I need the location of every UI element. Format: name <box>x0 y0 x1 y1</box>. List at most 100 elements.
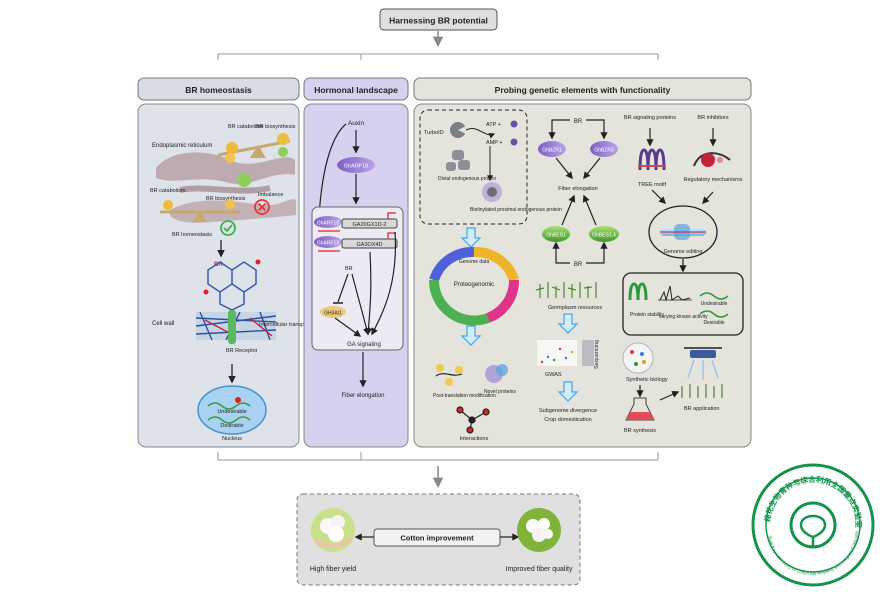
bes14-fiber-arrow <box>582 194 597 226</box>
drone-icon <box>684 347 722 380</box>
br-bes1-arrow <box>552 241 570 264</box>
biotin-label: Biotinylated proximal endogenous protein <box>470 207 562 213</box>
ga3-promoter <box>318 232 396 252</box>
ptm-label: Post-translation modification <box>433 393 496 399</box>
ga3-label: GA3OX4D <box>357 242 383 248</box>
homeostasis-check-icon <box>220 220 236 236</box>
br-ga-arrow <box>351 273 370 336</box>
gwas-label: GWAS <box>545 372 562 378</box>
proteogenomics-label: Proteogenomic <box>454 282 494 288</box>
nucleus-br-dot <box>235 397 241 403</box>
genetic-header-text: Probing genetic elements with functional… <box>495 85 671 95</box>
outcome-dna-top <box>699 292 729 300</box>
atp-label: ATP + <box>486 122 501 128</box>
hormonal-header-text: Hormonal landscape <box>314 85 398 95</box>
balance-scale-bottom <box>160 173 251 222</box>
gharf18-b-node <box>314 236 342 248</box>
germplasm-plants-icon <box>535 282 597 298</box>
imbalance-x-icon <box>254 199 270 215</box>
genetic-header <box>413 77 752 101</box>
title-text: Harnessing BR potential <box>389 16 488 26</box>
genome-editing-circle <box>648 205 718 259</box>
bzr1-fiber-arrow <box>555 157 573 180</box>
novel-label: Novel proteins <box>484 389 516 395</box>
high-yield-cotton-icon <box>311 508 355 552</box>
protein-stability-icon <box>628 282 648 301</box>
br-bes14-arrow <box>586 241 608 264</box>
bzr3-fiber-arrow <box>583 157 601 180</box>
top-bracket <box>217 53 659 60</box>
distal-label: Distal endogenous protein <box>438 176 496 182</box>
tree-edit-arrow <box>651 189 667 205</box>
bzr1-node <box>538 141 566 157</box>
outcome-desirable-label: Desirable <box>703 320 724 326</box>
synthesis-label: BR synthesis <box>624 428 656 434</box>
ptm-icons <box>435 364 463 386</box>
catabolism-left-label: BR catabolism <box>150 188 186 194</box>
gharf18-a-label: GhARF18 <box>317 221 339 227</box>
biosynthesis-mid-label: BR biosynthesis <box>206 196 246 202</box>
tree-motif-icon <box>638 148 666 171</box>
biotinylated-core <box>487 187 497 197</box>
cell-wall-label: Cell wall <box>152 321 174 327</box>
genome-data-label: Genome data <box>459 259 490 265</box>
editing-label: Genome editing <box>664 249 703 255</box>
cell-wall-illustration <box>195 310 277 344</box>
bes1-node <box>542 226 570 242</box>
nucleus-label: Nucleus <box>222 436 242 442</box>
title-box <box>379 8 498 31</box>
homeostasis-label: BR homeostasis <box>172 232 212 238</box>
ga20-promoter <box>318 212 396 232</box>
flask-liquid <box>626 412 654 420</box>
er-label: Endoplasmic reticulum <box>152 143 212 149</box>
editing-outcome-box <box>622 272 744 336</box>
ga3-ga-arrow <box>364 251 373 336</box>
atp-biotin-dot <box>510 120 518 128</box>
ga3-gene-box <box>341 238 398 249</box>
balance-scale-top <box>217 133 291 163</box>
br-bzr1-arrow <box>548 119 570 140</box>
stability-label: Protein stability <box>630 312 664 318</box>
turboid-box <box>419 109 528 225</box>
fiber-quality-cotton-icon <box>517 508 561 552</box>
blue-down-arrow-2 <box>460 325 482 346</box>
catabolism-top-label: BR catabolism <box>228 124 264 130</box>
receptor-label: BR Receptor <box>226 348 258 354</box>
auxin-label: Auxin <box>348 120 365 127</box>
dna-bottom <box>207 416 251 424</box>
br-bzr3-arrow <box>586 119 608 140</box>
gh3-ga-arrow <box>334 317 362 337</box>
gharf18-b-label: GhARF18 <box>317 241 339 247</box>
tree-label: TREE motif <box>638 182 667 188</box>
gharf18-top-node <box>337 157 375 173</box>
fiber-quality-label: Improved fiber quality <box>506 566 573 573</box>
bzr3-node <box>590 141 618 157</box>
interaction-network-icon <box>456 406 490 434</box>
outcome-undesirable-label: Undesirable <box>701 301 728 307</box>
bes14-node <box>589 226 619 242</box>
distal-protein-icon <box>446 150 470 171</box>
outcome-dna-bottom <box>699 310 729 318</box>
amp-label: AMP + <box>486 140 503 146</box>
improvement-title: Cotton improvement <box>400 534 474 543</box>
hormonal-header <box>303 77 409 101</box>
crop-label: Crop domestication <box>544 417 591 423</box>
blue-down-arrow-4 <box>557 381 579 402</box>
ga-signaling-label: GA signaling <box>347 342 381 348</box>
proteogenomics-ring <box>428 246 520 326</box>
gh3-label: GH3A/1 <box>324 311 342 317</box>
signal-proteins-label: BR signaling proteins <box>624 115 676 121</box>
desirable-label: Desirable <box>220 423 243 429</box>
dna-top <box>207 402 251 410</box>
sequencer-icon <box>582 340 594 366</box>
turbo-reaction-arrow <box>465 128 496 139</box>
interactions-label: Interactions <box>460 436 489 442</box>
homeostasis-header <box>137 77 300 101</box>
amp-biotin-dot <box>510 138 518 146</box>
gharf18-top-label: GhARF18 <box>344 164 368 170</box>
ga20-gene-box <box>341 218 398 229</box>
germplasm-label: Germplasm resources <box>548 305 602 311</box>
br-bottom-label: BR <box>574 262 583 268</box>
